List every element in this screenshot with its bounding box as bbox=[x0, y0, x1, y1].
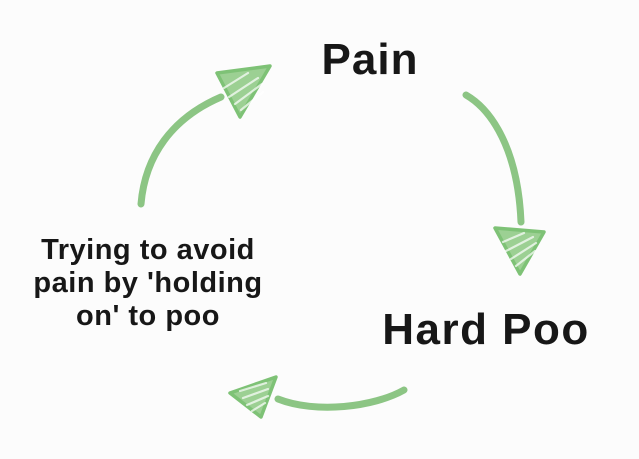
node-label-hard-poo: Hard Poo bbox=[382, 305, 590, 354]
node-label-pain: Pain bbox=[321, 35, 419, 84]
holding-on-line-2: pain by 'holding bbox=[33, 267, 263, 299]
holding-on-line-3: on' to poo bbox=[76, 300, 220, 332]
arrow-pain-to-hardpoo-icon bbox=[462, 91, 546, 276]
node-label-holding-on: Trying to avoid pain by 'holding on' to … bbox=[33, 234, 262, 333]
holding-on-line-1: Trying to avoid bbox=[41, 234, 255, 266]
arrow-hardpoo-to-holding-icon bbox=[228, 375, 408, 419]
arrow-holding-to-pain-icon bbox=[137, 64, 272, 208]
